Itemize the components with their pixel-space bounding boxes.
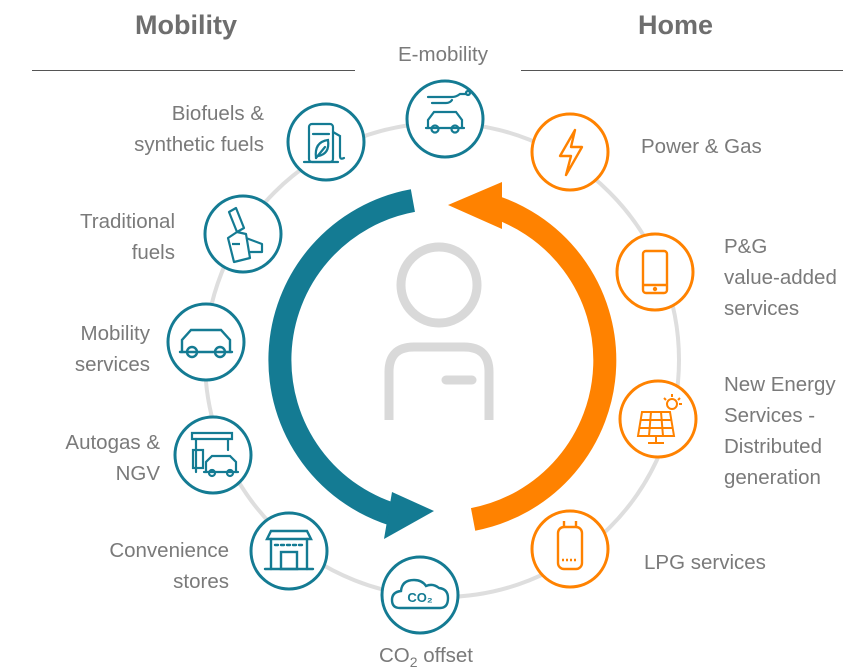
label-mobility-services: Mobility services	[74, 322, 150, 376]
solar-panel-icon[interactable]	[618, 379, 698, 459]
person-icon	[384, 242, 494, 420]
store-icon[interactable]	[249, 511, 329, 591]
label-autogas-ngv: Autogas & NGV	[65, 431, 160, 485]
label-new-energy-services: New Energy Services - Distributed genera…	[724, 373, 836, 489]
header-home: Home	[638, 10, 714, 40]
car-icon[interactable]	[166, 302, 246, 382]
electric-car-icon[interactable]	[405, 79, 485, 159]
label-biofuels: Biofuels & synthetic fuels	[134, 102, 264, 156]
teal-cycle-arrow	[268, 189, 434, 539]
smartphone-icon[interactable]	[615, 232, 695, 312]
label-convenience-stores: Convenience stores	[109, 539, 229, 593]
gas-station-car-icon[interactable]	[173, 415, 253, 495]
label-pg-value-added-services: P&G value-added services	[724, 235, 837, 320]
label-lpg-services: LPG services	[644, 551, 766, 574]
label-emobility: E-mobility	[398, 43, 489, 66]
orange-cycle-arrow	[448, 182, 617, 531]
label-co2-offset: CO2 offset	[379, 644, 473, 668]
co2-cloud-icon[interactable]: CO₂	[380, 555, 460, 635]
divider-right	[521, 70, 843, 71]
label-traditional-fuels: Traditional fuels	[80, 210, 175, 264]
fuel-pump-leaf-icon[interactable]	[286, 102, 366, 182]
lightning-icon[interactable]	[530, 112, 610, 192]
gas-bottle-icon[interactable]	[530, 509, 610, 589]
divider-left	[32, 70, 355, 71]
co2-icon-text: CO₂	[407, 590, 433, 605]
header-mobility: Mobility	[135, 10, 237, 40]
label-power-gas: Power & Gas	[641, 135, 762, 158]
fuel-nozzle-icon[interactable]	[203, 194, 283, 274]
